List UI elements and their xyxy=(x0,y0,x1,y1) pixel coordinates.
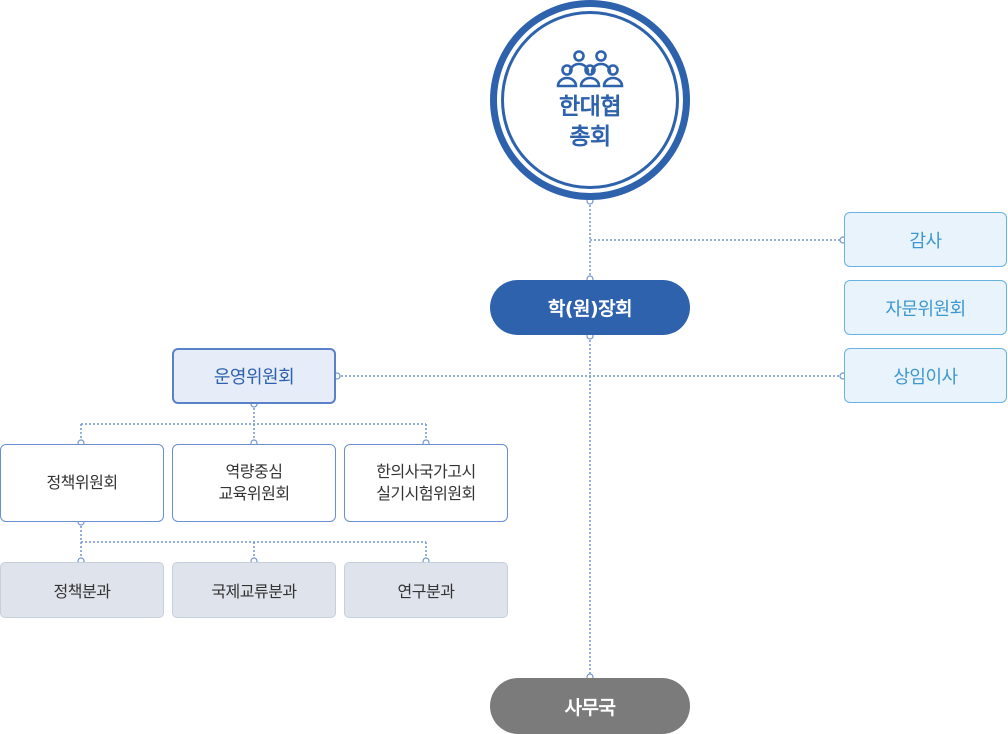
division-policy-node: 정책분과 xyxy=(0,562,164,618)
operations-committee-node: 운영위원회 xyxy=(172,348,336,404)
committee-label-line1: 역량중심 xyxy=(225,462,283,481)
committee-label-line1: 한의사국가고시 xyxy=(376,462,476,481)
committee-label-line2: 실기시험위원회 xyxy=(376,484,476,503)
secretariat-node: 사무국 xyxy=(490,678,690,734)
audit-node: 감사 xyxy=(844,212,1007,267)
general-assembly-line2: 총회 xyxy=(569,124,611,150)
people-group-icon xyxy=(556,50,624,88)
general-assembly-title: 한대협 총회 xyxy=(559,92,621,152)
committee-label: 정책위원회 xyxy=(46,473,118,492)
advisory-committee-node: 자문위원회 xyxy=(844,280,1007,335)
general-assembly-line1: 한대협 xyxy=(559,94,621,120)
committee-label-line2: 교육위원회 xyxy=(218,484,290,503)
committee-policy-node: 정책위원회 xyxy=(0,444,164,522)
committee-competency-education-node: 역량중심 교육위원회 xyxy=(172,444,336,522)
division-research-node: 연구분과 xyxy=(344,562,508,618)
committee-practical-exam-node: 한의사국가고시 실기시험위원회 xyxy=(344,444,508,522)
standing-directors-node: 상임이사 xyxy=(844,348,1007,403)
president-council-node: 학(원)장회 xyxy=(490,280,690,335)
division-international-node: 국제교류분과 xyxy=(172,562,336,618)
general-assembly-node: 한대협 총회 xyxy=(490,0,690,200)
